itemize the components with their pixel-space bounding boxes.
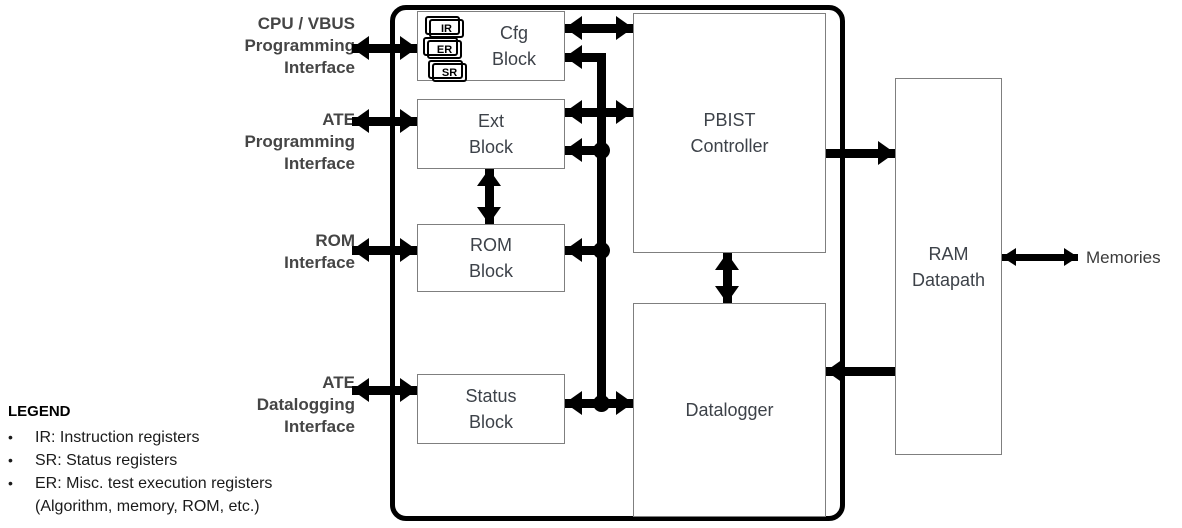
rom-interface-arrow — [352, 238, 417, 262]
register-label: SR — [441, 66, 458, 79]
memories-label: Memories — [1086, 248, 1161, 267]
instruction-registers-icon: IR — [425, 16, 464, 38]
bullet-icon: • — [8, 475, 13, 491]
arrowhead-right-icon — [616, 100, 633, 124]
bullet-icon: • — [8, 429, 13, 445]
arrowhead-left-icon — [565, 238, 582, 262]
ext-pbist-arrow — [565, 100, 633, 124]
bus-junction-dot — [592, 241, 610, 259]
ram-memories-arrow — [1002, 248, 1078, 266]
legend: LEGEND • IR: Instruction registers • SR:… — [8, 403, 353, 518]
arrowhead-right-icon — [878, 141, 895, 165]
block-label-line: Status — [465, 386, 517, 406]
ext-rom-arrow — [477, 169, 501, 224]
register-label: IR — [441, 22, 452, 35]
pbist-ram-arrow — [826, 141, 895, 165]
legend-item-note: (Algorithm, memory, ROM, etc.) — [35, 498, 260, 515]
ate-programming-interface-label: ATE Programming Interface — [145, 109, 355, 175]
label-line: Interface — [284, 253, 355, 272]
ate-programming-arrow — [352, 109, 417, 133]
legend-item-text: IR: Instruction registers — [35, 429, 200, 446]
legend-item: • IR: Instruction registers — [8, 426, 353, 449]
ext-block: Ext Block — [417, 99, 565, 169]
legend-item-text: SR: Status registers — [35, 452, 178, 469]
ate-datalogging-interface-label: ATE Datalogging Interface — [145, 372, 355, 438]
cpu-vbus-arrow — [352, 36, 417, 60]
arrowhead-left-icon — [826, 359, 843, 383]
bus-cfg-arrow — [565, 45, 606, 69]
ram-datalogger-arrow — [826, 359, 895, 383]
bus-junction-dot — [592, 394, 610, 412]
label-line: Datalogging — [256, 395, 355, 414]
block-label-line: Controller — [690, 136, 769, 156]
label-line: Interface — [284, 417, 355, 436]
arrowhead-left-icon — [565, 391, 582, 415]
arrowhead-down-icon — [715, 286, 739, 303]
arrowhead-left-icon — [565, 100, 582, 124]
block-label-line: Cfg — [499, 23, 528, 43]
arrowhead-left-icon — [352, 238, 369, 262]
datalogger-block: Datalogger — [633, 303, 826, 517]
arrowhead-right-icon — [400, 378, 417, 402]
block-label-line: Block — [468, 261, 513, 281]
cpu-vbus-programming-interface-label: CPU / VBUS Programming Interface — [145, 13, 355, 79]
label-line: CPU / VBUS — [257, 14, 355, 33]
rom-interface-label: ROM Interface — [145, 230, 355, 274]
arrowhead-left-icon — [1002, 248, 1016, 266]
register-label: ER — [436, 43, 453, 56]
vertical-bus-line — [596, 53, 606, 407]
arrowhead-left-icon — [352, 378, 369, 402]
block-label-line: Block — [491, 49, 536, 69]
arrowhead-down-icon — [477, 207, 501, 224]
block-label-line: Ext — [477, 111, 504, 131]
ram-datapath-block: RAM Datapath — [895, 78, 1002, 455]
execution-registers-icon: ER — [423, 37, 462, 59]
label-line: ATE — [322, 373, 355, 392]
arrowhead-up-icon — [715, 253, 739, 270]
bus-junction-dot — [592, 141, 610, 159]
arrowhead-left-icon — [565, 45, 582, 69]
legend-item: • SR: Status registers — [8, 449, 353, 472]
block-label-line: Datapath — [911, 269, 986, 290]
label-line: Interface — [284, 154, 355, 173]
pbist-controller-block: PBIST Controller — [633, 13, 826, 253]
bullet-icon: • — [8, 452, 13, 468]
arrowhead-up-icon — [477, 169, 501, 186]
legend-item-text: ER: Misc. test execution registers — [35, 475, 273, 492]
arrowhead-right-icon — [400, 36, 417, 60]
arrowhead-right-icon — [616, 16, 633, 40]
block-label-line: Block — [468, 137, 513, 157]
block-label-line: RAM — [928, 243, 969, 264]
arrowhead-right-icon — [400, 238, 417, 262]
label-line: Programming — [244, 36, 355, 55]
block-label-line: PBIST — [703, 110, 756, 130]
legend-item: • ER: Misc. test execution registers — [8, 472, 353, 495]
arrowhead-left-icon — [565, 16, 582, 40]
status-registers-icon: SR — [428, 60, 467, 82]
block-label-line: ROM — [470, 235, 512, 255]
cfg-block: IR ER SR Cfg Block — [417, 11, 565, 82]
pbist-datalogger-arrow — [715, 253, 739, 303]
arrowhead-left-icon — [352, 36, 369, 60]
block-label-line: Datalogger — [685, 400, 774, 420]
bus-ext-arrow — [565, 138, 603, 162]
ate-datalogging-arrow — [352, 378, 417, 402]
pbist-module-boundary — [390, 5, 845, 521]
arrowhead-left-icon — [565, 138, 582, 162]
bus-rom-arrow — [565, 238, 603, 262]
label-line: ROM — [315, 231, 355, 250]
label-line: Programming — [244, 132, 355, 151]
block-label-line: Block — [468, 412, 513, 432]
arrowhead-right-icon — [400, 109, 417, 133]
arrowhead-right-icon — [1064, 248, 1078, 266]
legend-title: LEGEND — [8, 403, 71, 420]
cfg-pbist-arrow — [565, 16, 633, 40]
label-line: ATE — [322, 110, 355, 129]
arrowhead-right-icon — [616, 391, 633, 415]
status-block: Status Block — [417, 374, 565, 444]
arrowhead-left-icon — [352, 109, 369, 133]
rom-block: ROM Block — [417, 224, 565, 292]
label-line: Interface — [284, 58, 355, 77]
